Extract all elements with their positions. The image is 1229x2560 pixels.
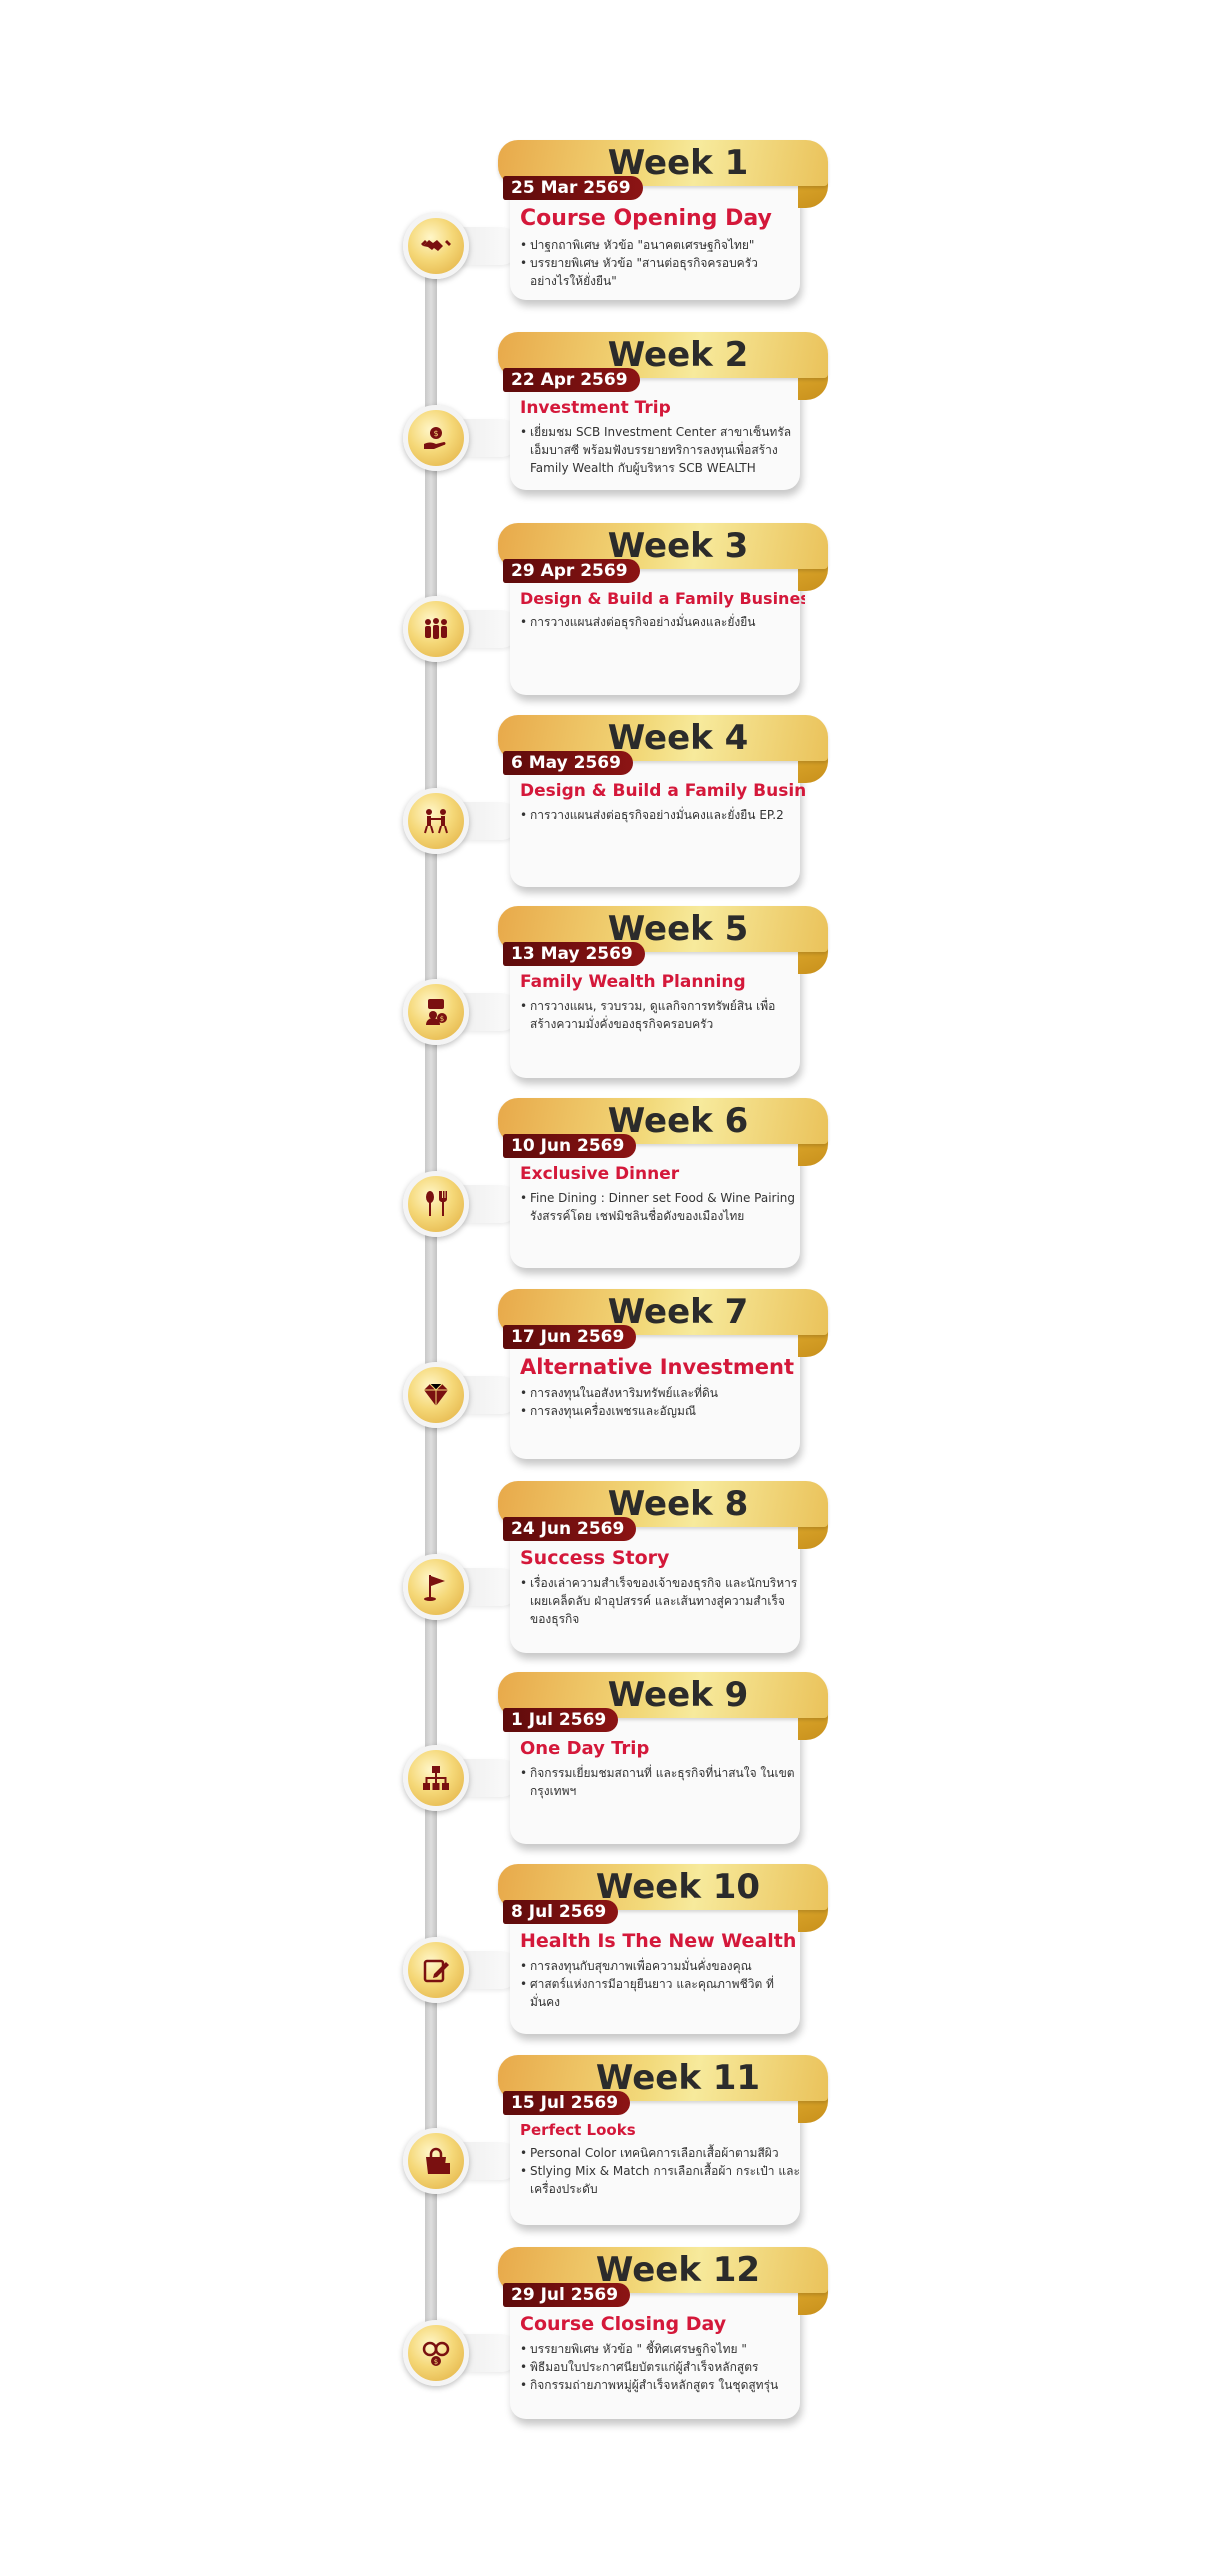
week-topic: Design & Build a Family Business <box>520 589 805 608</box>
week-title: Week 10 <box>595 1867 761 1907</box>
detail-item: การลงทุนกับสุขภาพเพื่อความมั่นคั่งของคุณ <box>520 1957 800 1975</box>
week-title: Week 9 <box>607 1675 749 1715</box>
detail-item: บรรยายพิเศษ หัวข้อ "สานต่อธุรกิจครอบครัว… <box>520 254 800 290</box>
week-icon-badge <box>403 213 469 279</box>
svg-text:$: $ <box>434 2358 438 2366</box>
detail-item: ปาฐกถาพิเศษ หัวข้อ "อนาคตเศรษฐกิจไทย" <box>520 236 800 254</box>
handshake-icon <box>420 230 452 262</box>
week-icon-badge: $ <box>403 979 469 1045</box>
people-money-icon: $ <box>420 2337 452 2369</box>
week-title: Week 6 <box>607 1101 749 1141</box>
detail-item: การวางแผนส่งต่อธุรกิจอย่างมั่นคงและยั่งย… <box>520 613 800 631</box>
week-icon-badge <box>403 1745 469 1811</box>
week-icon-badge <box>403 1554 469 1620</box>
people-rope-icon <box>420 805 452 837</box>
svg-text:$: $ <box>440 1015 444 1023</box>
week-date: 29 Jul 2569 <box>503 2283 631 2307</box>
week-date: 15 Jul 2569 <box>503 2091 631 2115</box>
week-details: กิจกรรมเยี่ยมชมสถานที่ และธุรกิจที่น่าสน… <box>520 1764 800 1800</box>
detail-item: การวางแผนส่งต่อธุรกิจอย่างมั่นคงและยั่งย… <box>520 806 800 824</box>
detail-item: Fine Dining : Dinner set Food & Wine Pai… <box>520 1189 800 1225</box>
week-date: 29 Apr 2569 <box>503 559 640 583</box>
edit-icon <box>420 1954 452 1986</box>
week-details: Personal Color เทคนิคการเลือกเสื้อผ้าตาม… <box>520 2144 800 2198</box>
week-details: บรรยายพิเศษ หัวข้อ " ชี้ทิศเศรษฐกิจไทย "… <box>520 2340 800 2394</box>
timeline-line <box>425 246 437 2370</box>
week-date: 25 Mar 2569 <box>503 176 643 200</box>
detail-item: บรรยายพิเศษ หัวข้อ " ชี้ทิศเศรษฐกิจไทย " <box>520 2340 800 2358</box>
week-icon-badge <box>403 2128 469 2194</box>
week-date: 13 May 2569 <box>503 942 645 966</box>
week-details: เรื่องเล่าความสำเร็จของเจ้าของธุรกิจ และ… <box>520 1574 800 1628</box>
week-topic: Course Closing Day <box>520 2313 727 2335</box>
week-details: เยี่ยมชม SCB Investment Center สาขาเซ็นท… <box>520 423 800 477</box>
week-details: การวางแผนส่งต่อธุรกิจอย่างมั่นคงและยั่งย… <box>520 613 800 631</box>
week-topic: Course Opening Day <box>520 206 772 231</box>
detail-item: กิจกรรมถ่ายภาพหมู่ผู้สำเร็จหลักสูตร ในชุ… <box>520 2376 800 2394</box>
week-topic: One Day Trip <box>520 1738 650 1759</box>
wealth-planning-icon: $ <box>420 996 452 1028</box>
week-icon-badge <box>403 1937 469 2003</box>
week-date: 22 Apr 2569 <box>503 368 640 392</box>
week-topic: Health Is The New Wealth <box>520 1930 797 1952</box>
org-chart-icon <box>420 1762 452 1794</box>
diamond-icon <box>420 1379 452 1411</box>
detail-item: การวางแผน, รวบรวม, ดูแลกิจการทรัพย์สิน เ… <box>520 997 800 1033</box>
week-date: 1 Jul 2569 <box>503 1708 619 1732</box>
week-date: 6 May 2569 <box>503 751 633 775</box>
detail-item: Stlying Mix & Match การเลือกเสื้อผ้า กระ… <box>520 2162 800 2198</box>
week-topic: Family Wealth Planning <box>520 972 746 992</box>
family-icon <box>420 613 452 645</box>
week-topic: Exclusive Dinner <box>520 1164 680 1184</box>
week-details: การวางแผนส่งต่อธุรกิจอย่างมั่นคงและยั่งย… <box>520 806 800 824</box>
week-topic: Design & Build a Family Business <box>520 781 805 801</box>
detail-item: พิธีมอบใบประกาศนียบัตรแก่ผู้สำเร็จหลักสู… <box>520 2358 800 2376</box>
week-icon-badge <box>403 788 469 854</box>
week-title: Week 4 <box>607 718 749 758</box>
week-date: 10 Jun 2569 <box>503 1134 637 1158</box>
svg-text:$: $ <box>433 429 438 438</box>
week-icon-badge <box>403 1171 469 1237</box>
investment-hand-icon: $ <box>420 422 452 454</box>
week-icon-badge: $ <box>403 405 469 471</box>
detail-item: เรื่องเล่าความสำเร็จของเจ้าของธุรกิจ และ… <box>520 1574 800 1628</box>
week-topic: Success Story <box>520 1547 670 1569</box>
detail-item: ศาสตร์แห่งการมีอายุยืนยาว และคุณภาพชีวิต… <box>520 1975 800 2011</box>
week-details: ปาฐกถาพิเศษ หัวข้อ "อนาคตเศรษฐกิจไทย"บรร… <box>520 236 800 290</box>
week-icon-badge <box>403 596 469 662</box>
detail-item: เยี่ยมชม SCB Investment Center สาขาเซ็นท… <box>520 423 800 477</box>
week-date: 24 Jun 2569 <box>503 1517 637 1541</box>
week-details: การลงทุนในอสังหาริมทรัพย์และที่ดินการลงท… <box>520 1384 800 1420</box>
flag-icon <box>420 1571 452 1603</box>
detail-item: กิจกรรมเยี่ยมชมสถานที่ และธุรกิจที่น่าสน… <box>520 1764 800 1800</box>
week-icon-badge <box>403 1362 469 1428</box>
detail-item: Personal Color เทคนิคการเลือกเสื้อผ้าตาม… <box>520 2144 800 2162</box>
shopping-bag-icon <box>420 2145 452 2177</box>
week-title: Week 7 <box>607 1292 749 1332</box>
week-date: 8 Jul 2569 <box>503 1900 619 1924</box>
week-date: 17 Jun 2569 <box>503 1325 637 1349</box>
week-details: การวางแผน, รวบรวม, ดูแลกิจการทรัพย์สิน เ… <box>520 997 800 1033</box>
week-details: Fine Dining : Dinner set Food & Wine Pai… <box>520 1189 800 1225</box>
week-topic: Alternative Investment <box>520 1355 795 1379</box>
week-topic: Perfect Looks <box>520 2121 636 2139</box>
detail-item: การลงทุนในอสังหาริมทรัพย์และที่ดิน <box>520 1384 800 1402</box>
dining-icon <box>420 1188 452 1220</box>
week-details: การลงทุนกับสุขภาพเพื่อความมั่นคั่งของคุณ… <box>520 1957 800 2011</box>
detail-item: การลงทุนเครื่องเพชรและอัญมณี <box>520 1402 800 1420</box>
week-title: Week 8 <box>607 1484 749 1524</box>
week-icon-badge: $ <box>403 2320 469 2386</box>
week-topic: Investment Trip <box>520 398 671 418</box>
